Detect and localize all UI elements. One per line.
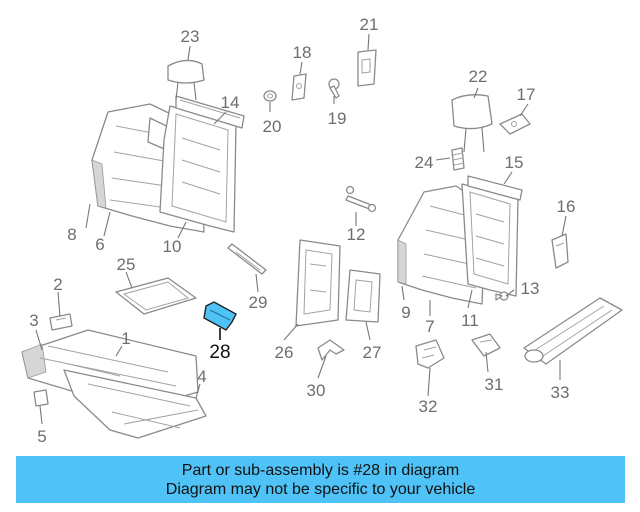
banner-line-1: Part or sub-assembly is #28 in diagram	[181, 461, 460, 479]
left-seat-back	[91, 95, 245, 233]
callout-26: 26	[275, 343, 294, 362]
callout-11: 11	[461, 311, 479, 330]
leader-lines	[35, 33, 567, 425]
callout-30: 30	[307, 381, 326, 400]
callout-6: 6	[95, 235, 104, 254]
callout-22: 22	[469, 67, 488, 86]
seat-cushion	[21, 329, 207, 439]
clip-5	[33, 389, 49, 407]
callout-28[interactable]: 28	[209, 342, 230, 363]
grommet-20	[263, 90, 277, 102]
screw-13	[495, 291, 509, 301]
seat-parts-diagram: 23 18 21 20 19 14 22 17 24 15 16 12 8 6 …	[21, 15, 623, 446]
pad-25	[115, 277, 197, 315]
callout-9: 9	[401, 303, 410, 322]
callout-1: 1	[121, 329, 130, 348]
bolt-19	[328, 78, 340, 99]
highlighted-part-28[interactable]	[203, 301, 237, 331]
callout-17: 17	[517, 85, 536, 104]
headrest-right	[451, 94, 493, 153]
callout-24: 24	[415, 153, 434, 172]
clip-2	[49, 313, 73, 331]
latch-cover-21	[357, 49, 377, 87]
info-banner: Part or sub-assembly is #28 in diagram D…	[16, 456, 625, 503]
callout-27: 27	[363, 343, 382, 362]
headrest-left	[167, 59, 205, 101]
callout-7: 7	[425, 317, 434, 336]
callout-29: 29	[249, 293, 268, 312]
callout-10: 10	[163, 237, 182, 256]
callout-32: 32	[419, 397, 438, 416]
hook-bracket-30	[317, 339, 345, 361]
callout-21: 21	[360, 15, 379, 34]
callout-20: 20	[263, 117, 282, 136]
callout-25: 25	[117, 255, 136, 274]
callout-16: 16	[557, 197, 576, 216]
callout-33: 33	[551, 383, 570, 402]
callout-2: 2	[53, 275, 62, 294]
bracket-31	[471, 333, 501, 357]
frame-panel-26	[295, 239, 341, 327]
callout-3: 3	[29, 311, 38, 330]
callout-23: 23	[181, 27, 200, 46]
callout-8: 8	[67, 225, 76, 244]
bracket-17	[499, 113, 531, 135]
callout-31: 31	[485, 375, 504, 394]
clip-24	[451, 147, 465, 171]
callout-4: 4	[197, 367, 206, 386]
armrest-33	[523, 297, 623, 365]
callout-12: 12	[347, 225, 366, 244]
banner-line-2: Diagram may not be specific to your vehi…	[165, 480, 476, 498]
frame-panel-27	[345, 269, 381, 323]
callout-15: 15	[505, 153, 524, 172]
callout-labels: 23 18 21 20 19 14 22 17 24 15 16 12 8 6 …	[29, 15, 575, 446]
right-seat-back	[397, 175, 523, 305]
callout-14: 14	[221, 93, 240, 112]
callout-18: 18	[293, 43, 312, 62]
callout-19: 19	[328, 109, 347, 128]
guide-sleeve-18	[291, 73, 307, 101]
strip-29	[227, 243, 267, 275]
callout-5: 5	[37, 427, 46, 446]
callout-13: 13	[521, 279, 540, 298]
bolt-kit-12	[345, 185, 377, 213]
latch-32	[415, 339, 445, 369]
hinge-cover-16	[551, 233, 569, 269]
